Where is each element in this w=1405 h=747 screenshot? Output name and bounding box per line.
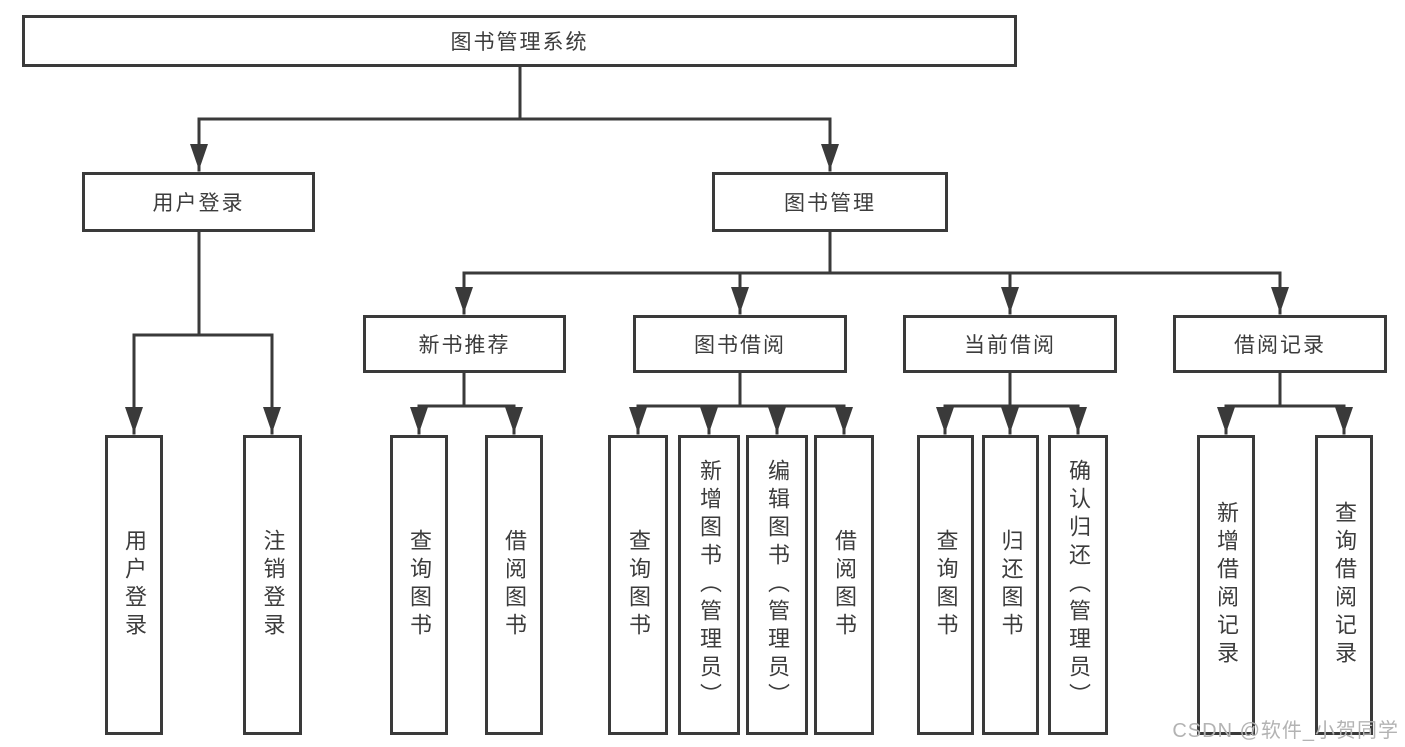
leaf-query-books-current: 查询图书 [917,435,974,735]
node-book-borrowing: 图书借阅 [633,315,847,373]
node-user-login-group: 用户登录 [82,172,315,232]
leaf-query-books-recommend: 查询图书 [390,435,448,735]
leaf-query-borrow-record-label: 查询借阅记录 [1332,501,1357,669]
leaf-add-books-admin: 新增图书（管理员） [678,435,740,735]
leaf-logout: 注销登录 [243,435,302,735]
node-book-borrowing-label: 图书借阅 [694,334,786,357]
node-book-management: 图书管理 [712,172,948,232]
leaf-borrow-books-borrowing-label: 借阅图书 [832,529,857,641]
node-borrowing-records-label: 借阅记录 [1234,334,1326,357]
leaf-query-borrow-record: 查询借阅记录 [1315,435,1373,735]
csdn-watermark: CSDN @软件_小贺同学 [1172,720,1399,742]
leaf-query-books-recommend-label: 查询图书 [407,529,432,641]
leaf-edit-books-admin: 编辑图书（管理员） [746,435,808,735]
node-library-system: 图书管理系统 [22,15,1017,67]
leaf-add-borrow-record-label: 新增借阅记录 [1214,501,1239,669]
leaf-confirm-return-admin-label: 确认归还（管理员） [1066,459,1091,711]
leaf-return-books-label: 归还图书 [998,529,1024,641]
node-new-book-recommendation: 新书推荐 [363,315,566,373]
leaf-query-books-current-label: 查询图书 [933,529,959,641]
leaf-add-books-admin-label: 新增图书（管理员） [697,459,722,711]
node-user-login-group-label: 用户登录 [152,192,245,215]
leaf-user-login: 用户登录 [105,435,163,735]
node-borrowing-records: 借阅记录 [1173,315,1387,373]
node-book-management-label: 图书管理 [784,192,876,215]
leaf-query-books-borrowing-label: 查询图书 [626,529,651,641]
leaf-query-books-borrowing: 查询图书 [608,435,668,735]
leaf-edit-books-admin-label: 编辑图书（管理员） [765,459,790,711]
leaf-user-login-label: 用户登录 [122,529,147,641]
leaf-borrow-books-recommend: 借阅图书 [485,435,543,735]
leaf-borrow-books-borrowing: 借阅图书 [814,435,874,735]
leaf-return-books: 归还图书 [982,435,1039,735]
leaf-logout-label: 注销登录 [260,529,286,641]
leaf-confirm-return-admin: 确认归还（管理员） [1048,435,1108,735]
leaf-add-borrow-record: 新增借阅记录 [1197,435,1255,735]
node-current-borrowing: 当前借阅 [903,315,1117,373]
leaf-borrow-books-recommend-label: 借阅图书 [502,529,527,641]
node-library-system-label: 图书管理系统 [450,31,589,54]
node-new-book-recommendation-label: 新书推荐 [418,334,511,357]
node-current-borrowing-label: 当前借阅 [964,334,1056,357]
